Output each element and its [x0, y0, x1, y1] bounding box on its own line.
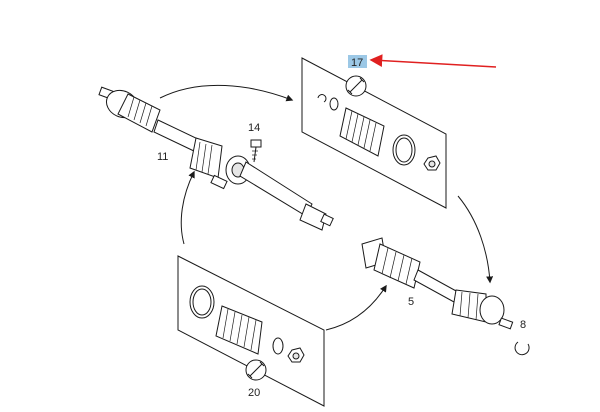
flow-arrows	[159, 84, 494, 331]
kit-panel-17-frame	[301, 57, 447, 209]
callout-5: 5	[408, 296, 414, 308]
callout-20: 20	[248, 387, 260, 399]
ring-20	[272, 337, 284, 355]
wrench-icon	[345, 75, 367, 97]
outer-boot	[117, 93, 161, 133]
flow-arrow-right	[457, 195, 494, 284]
callout-11: 11	[157, 151, 168, 163]
boot-17	[339, 107, 385, 157]
boot-kit-panel-20	[177, 255, 325, 407]
boot-clamp	[392, 134, 416, 166]
shaft-body-5	[413, 269, 459, 303]
red-pointer-arrow	[369, 54, 497, 68]
inner-boot-5	[373, 243, 421, 289]
drive-shaft-assembly-11	[98, 86, 334, 231]
drive-shaft-assembly-5	[361, 237, 514, 330]
boot-kit-panel-17	[301, 57, 447, 209]
callout-17: 17	[351, 57, 363, 69]
flow-arrow-bottom	[325, 284, 387, 331]
flow-arrow-top	[159, 84, 294, 102]
small-ring	[329, 97, 339, 111]
outer-cv-joint-5	[479, 295, 505, 325]
shaft-body	[153, 119, 201, 153]
flow-arrow-left	[180, 170, 195, 245]
intermediate-shaft	[239, 161, 313, 217]
boot-clamp-20	[189, 285, 215, 319]
bracket-mount	[210, 174, 228, 190]
callout-8: 8	[520, 319, 526, 331]
callout-14: 14	[248, 122, 260, 134]
circlip	[317, 94, 327, 103]
wrench-icon	[245, 359, 267, 381]
bolt-14	[250, 139, 262, 163]
kit-panel-20-frame	[177, 255, 325, 407]
boot-20	[215, 305, 263, 355]
circlip-8	[514, 341, 530, 356]
shaft-end-spline	[299, 203, 327, 231]
callout-17-highlight	[348, 55, 367, 68]
